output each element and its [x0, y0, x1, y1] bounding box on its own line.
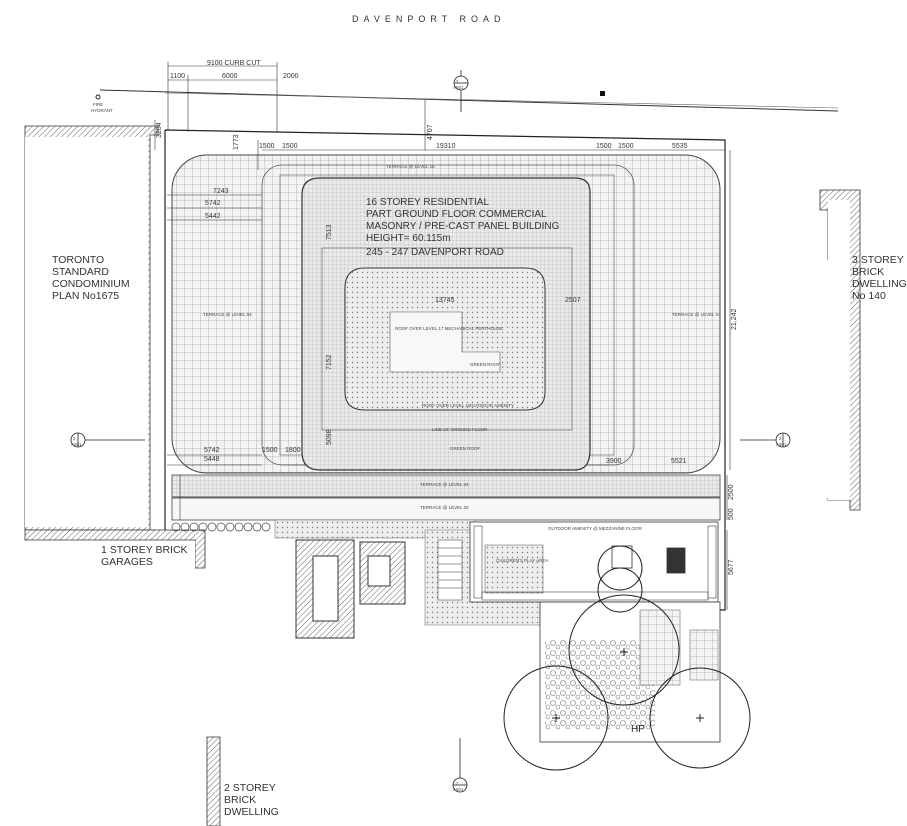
section-west-sheet: A501	[71, 442, 82, 447]
utility-marker	[600, 91, 605, 96]
penthouse-core	[389, 311, 501, 373]
section-east-num: 2	[779, 436, 782, 441]
fire-hydrant-label-1: FIRE	[93, 102, 104, 107]
curb-dim-2: 6000	[222, 73, 238, 80]
section-marker-south	[452, 738, 468, 793]
note-outdoor-amenity: OUTDOOR AMENITY	[470, 403, 515, 408]
dim-500: 500	[728, 508, 735, 520]
building-line-3: MASONRY / PRE-CAST PANEL BUILDING	[366, 221, 560, 232]
section-south-sheet: A501	[453, 787, 464, 792]
dim-7513: 7513	[326, 224, 333, 240]
street-name: DAVENPORT ROAD	[352, 14, 506, 24]
dim-7243: 7243	[213, 188, 229, 195]
note-childrens-play: CHILDREN'S PLAY AREA	[496, 558, 549, 563]
note-terrace-l04: TERRACE @ LEVEL 04	[420, 482, 469, 487]
dim-1500b: 1500	[282, 143, 298, 150]
note-terrace-l02: TERRACE @ LEVEL 02	[420, 505, 469, 510]
note-line-ground: LINE OF GROUND FLOOR	[432, 427, 488, 432]
dim-5535: 5535	[672, 143, 688, 150]
bollard-row	[171, 522, 271, 532]
dim-1500a: 1500	[259, 143, 275, 150]
dim-7152: 7152	[326, 354, 333, 370]
dim-5521: 5521	[671, 458, 687, 465]
note-terrace-east: TERRACE @ LEVEL 04	[672, 312, 721, 317]
east-neighbour-line-4: No 140	[852, 290, 886, 302]
dim-5677: 5677	[728, 559, 735, 575]
hp-label: HP	[631, 724, 645, 735]
section-marker-east	[740, 432, 791, 448]
dim-5742-top: 5742	[205, 200, 221, 207]
note-roof-over-16: ROOF OVER LEVEL 16	[422, 403, 471, 408]
building-line-1: 16 STOREY RESIDENTIAL	[366, 197, 490, 208]
dim-1500-bl: 1500	[262, 447, 278, 454]
road-line	[99, 89, 839, 112]
building-line-2: PART GROUND FLOOR COMMERCIAL	[366, 209, 547, 220]
building-line-4: HEIGHT= 60.115m	[366, 233, 451, 244]
dim-19310: 19310	[436, 143, 456, 150]
dim-1800: 1800	[285, 447, 301, 454]
section-east-sheet: A501	[776, 442, 787, 447]
note-green-roof-1: GREEN ROOF	[470, 362, 501, 367]
note-terrace-l16: TERRACE @ LEVEL 16	[386, 164, 435, 169]
terrace-l04-band	[171, 474, 721, 498]
dim-2500: 2500	[728, 484, 735, 500]
building-line-5: 245 - 247 DAVENPORT ROAD	[366, 247, 504, 258]
dim-5742-bottom: 5742	[204, 447, 220, 454]
dim-1500d: 1500	[618, 143, 634, 150]
east-neighbour-line-2: BRICK	[852, 266, 885, 278]
dim-4707: 4707	[427, 124, 434, 140]
note-roof-mech: ROOF OVER LEVEL 17 MECHANICAL PENTHOUSE	[395, 326, 504, 331]
section-north-num: 2	[456, 79, 459, 84]
east-neighbour-line-1: 3 STOREY	[852, 254, 904, 266]
west-neighbour-line-3: CONDOMINIUM	[52, 278, 130, 290]
curb-dim-3: 2000	[283, 73, 299, 80]
west-neighbour-line-2: STANDARD	[52, 266, 109, 278]
dim-13745: 13745	[435, 297, 455, 304]
east-neighbour-line-3: DWELLING	[852, 278, 907, 290]
dim-1773: 1773	[233, 134, 240, 150]
dim-5098: 5098	[326, 429, 333, 445]
dim-5442: 5442	[205, 213, 221, 220]
section-marker-west	[70, 432, 145, 448]
pebble-bed	[545, 640, 655, 730]
play-area	[484, 544, 544, 594]
south-dwelling-line-1: 2 STOREY	[224, 782, 276, 794]
west-neighbour-line-1: TORONTO	[52, 254, 105, 266]
curb-dim-1: 1100	[170, 73, 186, 80]
west-neighbour-line-4: PLAN No1675	[52, 290, 120, 302]
dim-1500c: 1500	[596, 143, 612, 150]
note-amenity-mez: OUTDOOR AMENITY @ MEZZANINE FLOOR	[548, 526, 642, 531]
stair	[437, 539, 463, 601]
fire-hydrant-icon	[95, 94, 101, 100]
south-dwelling-line-3: DWELLING	[224, 806, 279, 818]
tree-canopies	[503, 545, 751, 771]
section-marker-north	[453, 70, 469, 112]
note-green-roof-2: GREEN ROOF	[450, 446, 481, 451]
note-terrace-west: TERRACE @ LEVEL 04	[203, 312, 252, 317]
curb-cut-label: 9100 CURB CUT	[207, 60, 261, 67]
amenity-planter-border	[473, 525, 717, 601]
garages-line-2: GARAGES	[101, 556, 153, 568]
dim-5448: 5448	[204, 456, 220, 463]
property-line	[164, 129, 726, 611]
section-north-sheet: A501	[453, 85, 464, 90]
dim-3204: 3204	[156, 122, 163, 138]
dimension-lines	[154, 62, 731, 610]
south-dwelling-wall	[206, 736, 221, 826]
dim-21242: 21,242	[731, 308, 738, 330]
section-south-num: 2	[456, 781, 459, 786]
paver-strip	[639, 609, 681, 686]
curb-line	[164, 92, 839, 109]
section-west-num: 2	[73, 436, 76, 441]
dim-3900: 3900	[606, 458, 622, 465]
garages-line-1: 1 STOREY BRICK	[101, 544, 188, 556]
dim-2507: 2507	[565, 297, 581, 304]
fire-hydrant-label-2: HYDRANT	[91, 108, 113, 113]
south-dwelling-line-2: BRICK	[224, 794, 257, 806]
